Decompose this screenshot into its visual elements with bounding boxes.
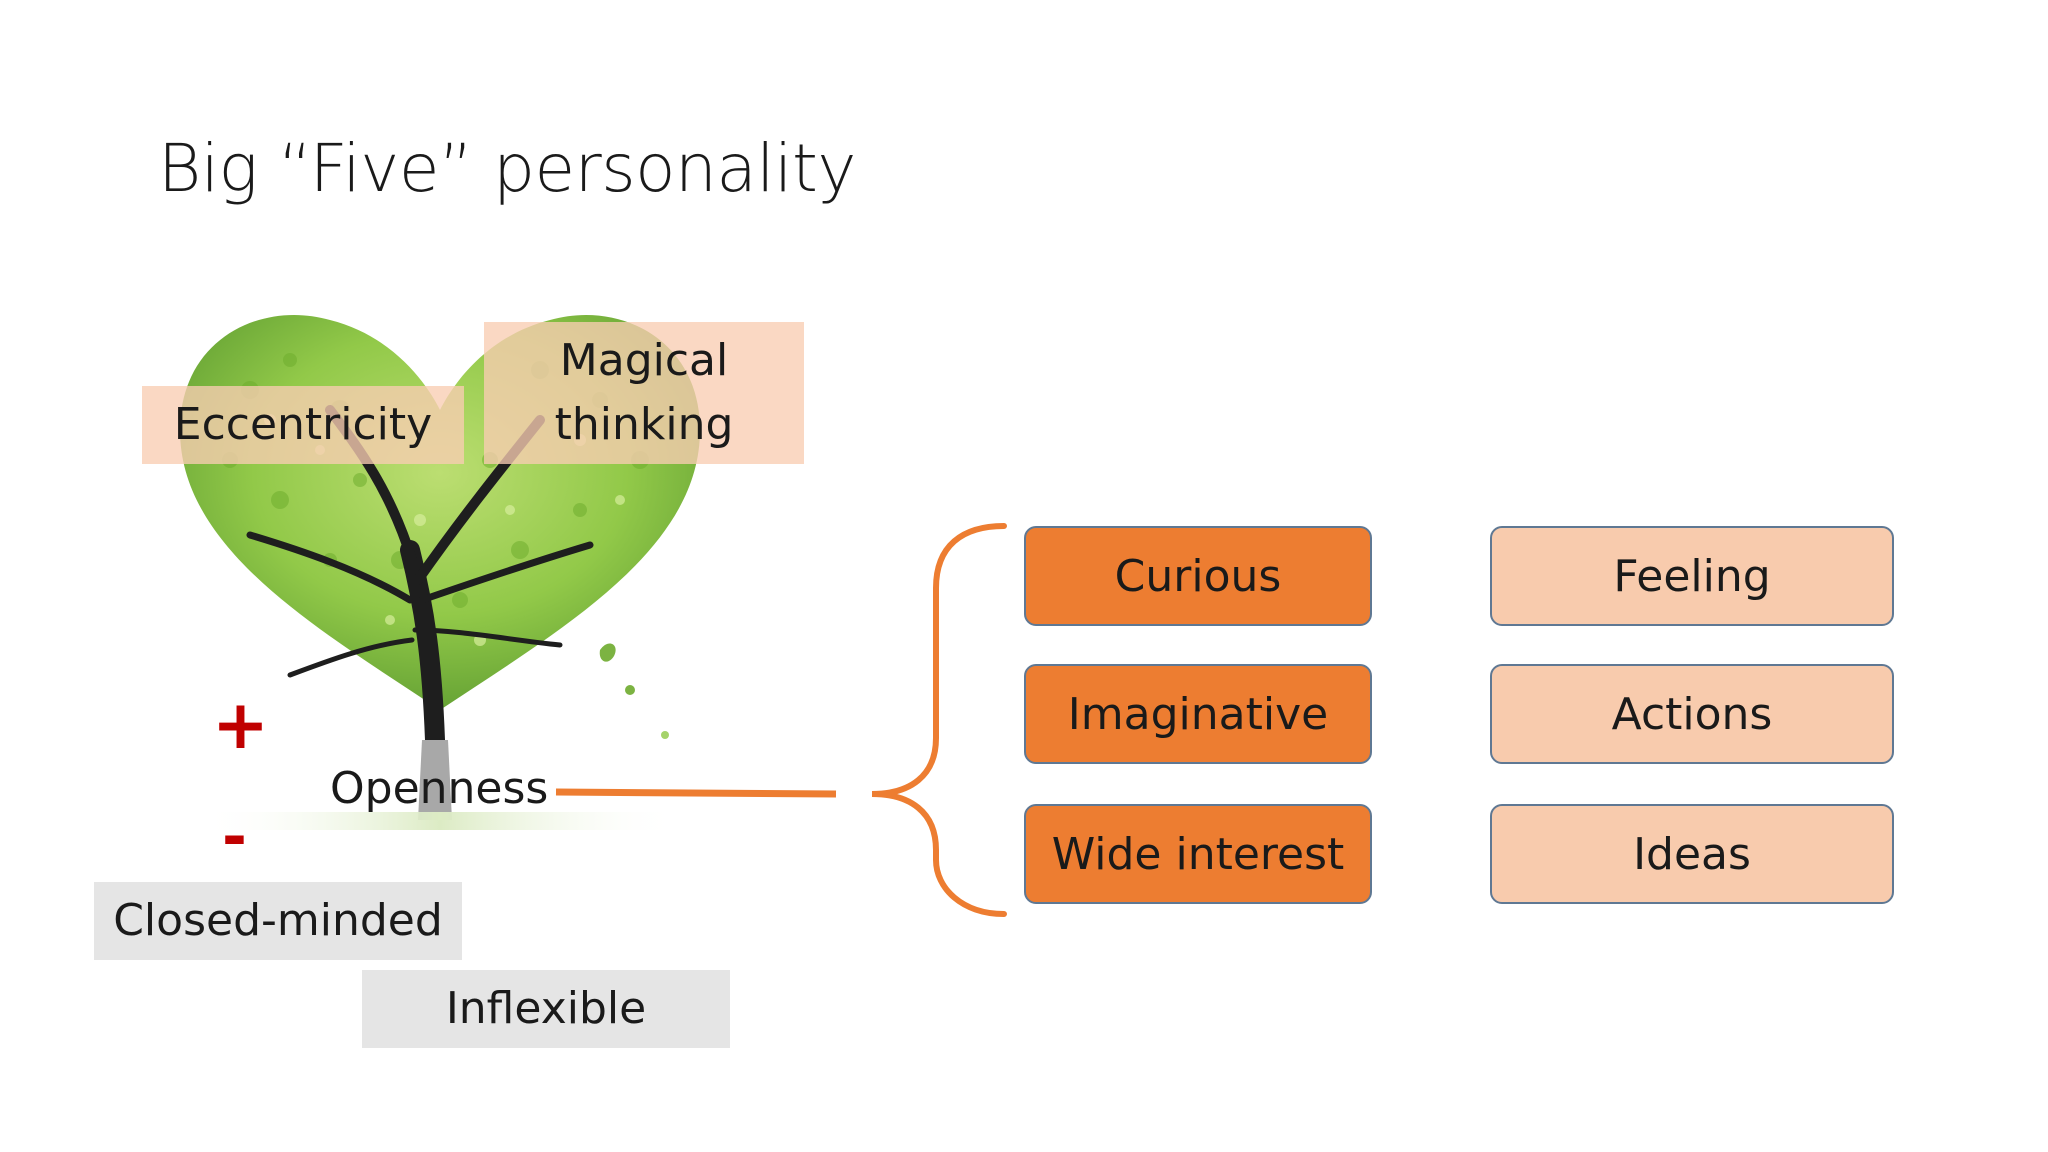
- openness-connector-line: [555, 788, 837, 798]
- minus-sign: -: [222, 802, 247, 872]
- trait-wide-interest: Wide interest: [1024, 804, 1372, 904]
- closed-minded-label: Closed-minded: [94, 882, 462, 960]
- openness-label: Openness: [330, 763, 549, 814]
- facet-feeling: Feeling: [1490, 526, 1894, 626]
- facet-ideas: Ideas: [1490, 804, 1894, 904]
- trait-imaginative: Imaginative: [1024, 664, 1372, 764]
- trait-curious: Curious: [1024, 526, 1372, 626]
- curly-brace: [871, 523, 1007, 917]
- facet-actions: Actions: [1490, 664, 1894, 764]
- plus-sign: +: [212, 686, 269, 765]
- inflexible-label: Inflexible: [362, 970, 730, 1048]
- eccentricity-label: Eccentricity: [142, 386, 464, 464]
- magical-thinking-label: Magical thinking: [484, 322, 804, 464]
- slide-title: Big “Five” personality: [158, 130, 856, 207]
